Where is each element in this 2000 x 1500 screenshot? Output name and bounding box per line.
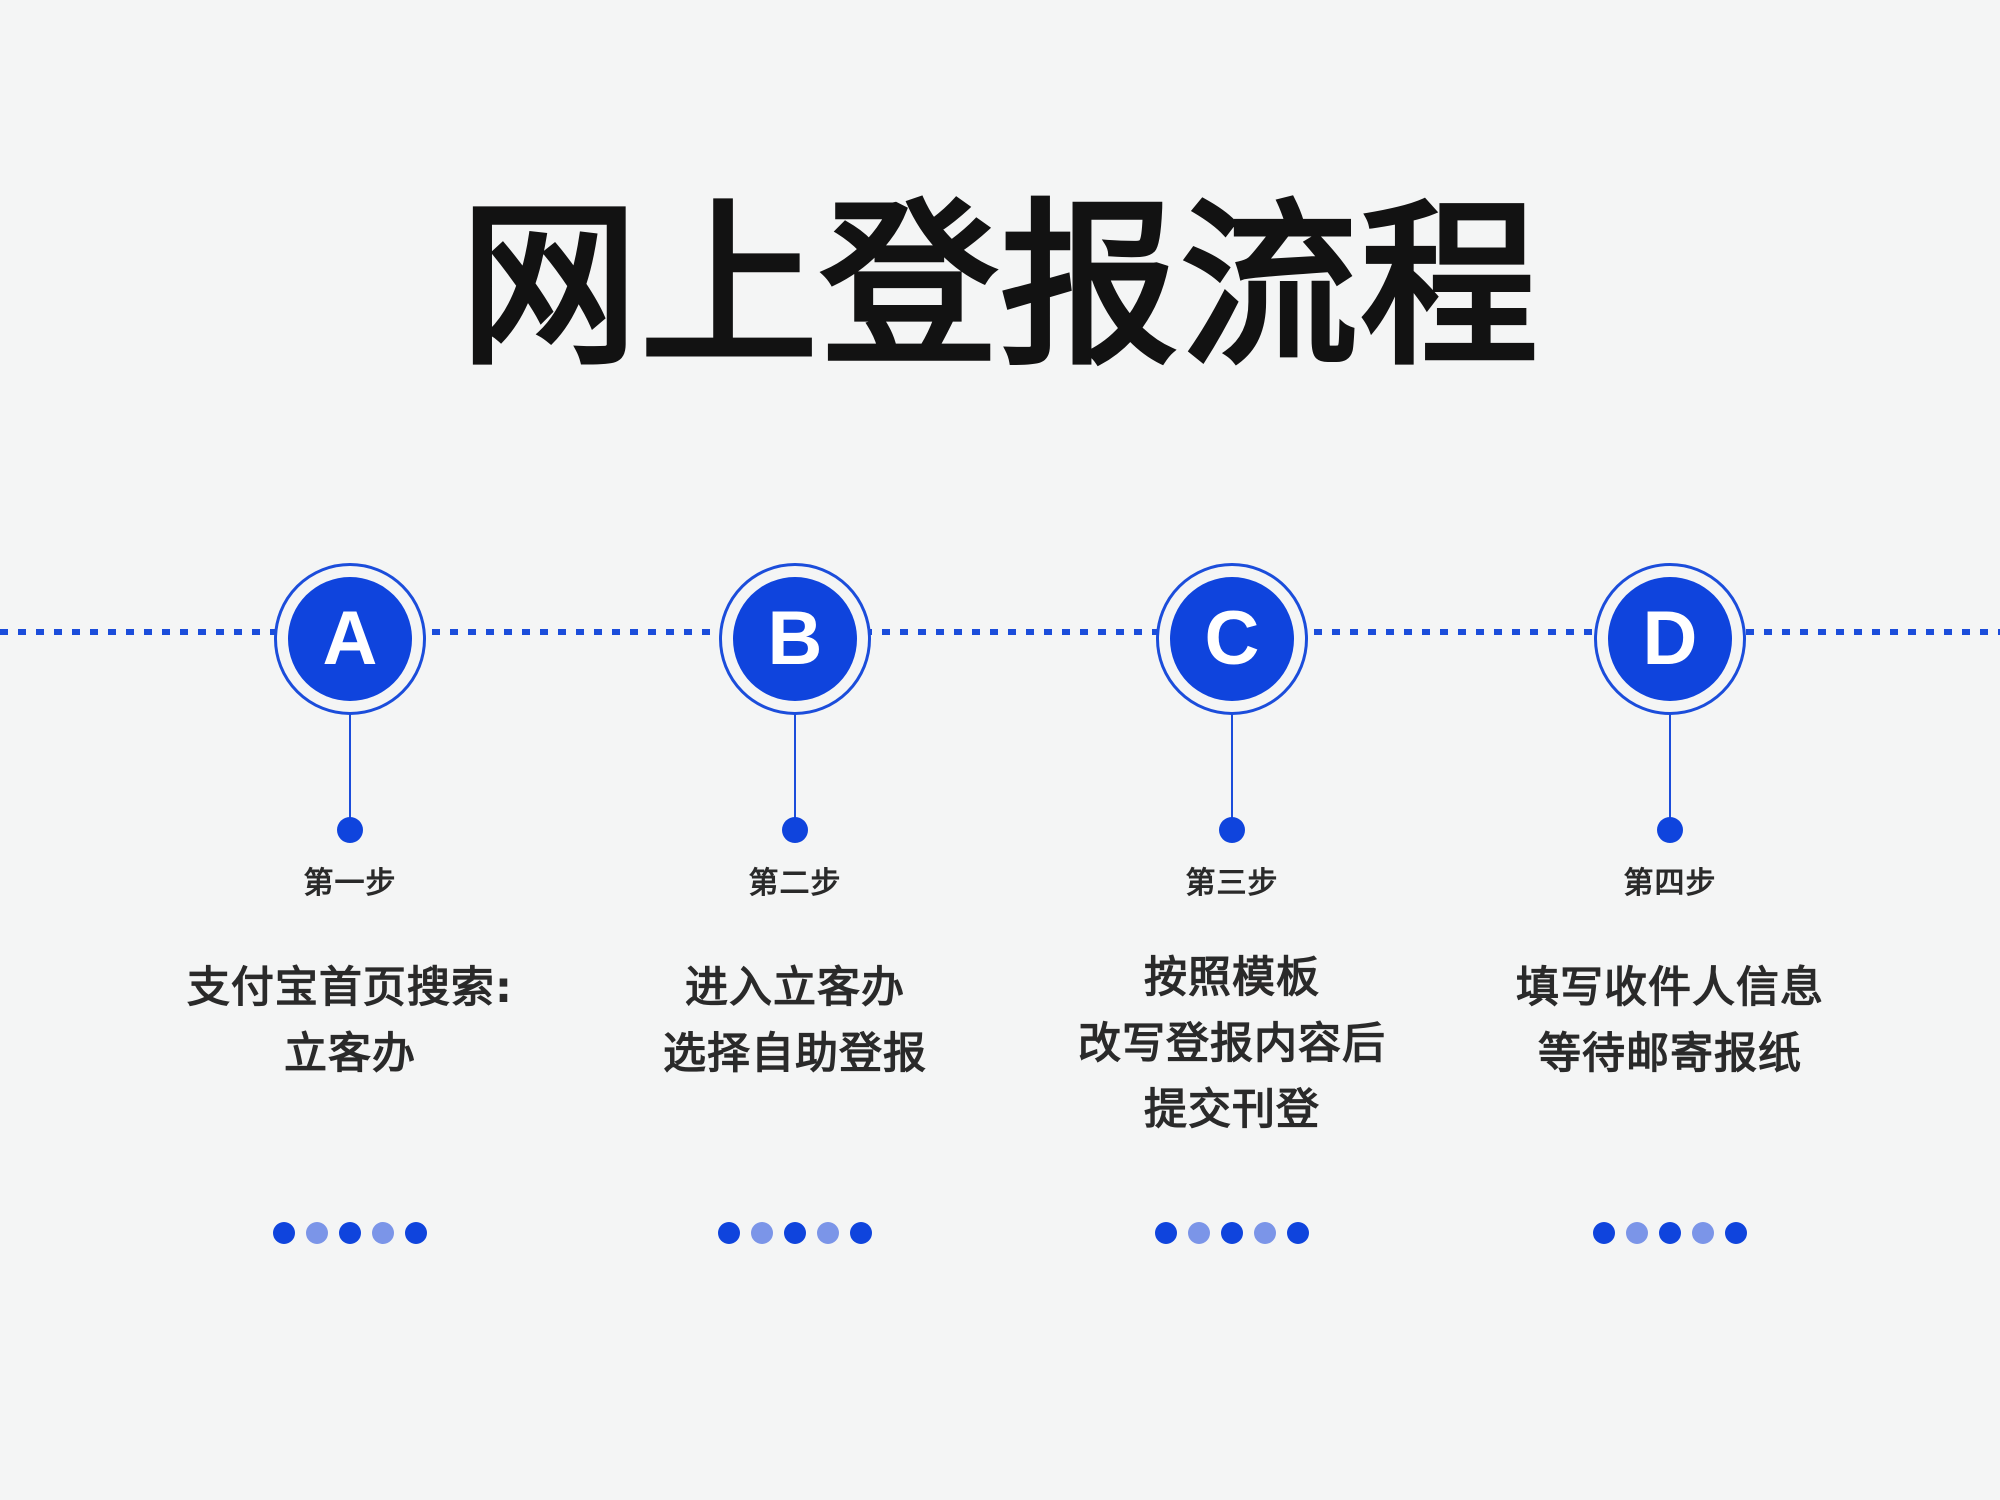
step-dot-row-b bbox=[560, 1222, 1030, 1244]
step-label-d: 第四步 bbox=[1623, 866, 1717, 901]
step-dot-row-c bbox=[997, 1222, 1467, 1244]
step-body-b: 进入立客办 选择自助登报 bbox=[560, 955, 1030, 1087]
decor-dot bbox=[850, 1222, 872, 1244]
step-marker-c[interactable]: C bbox=[1156, 563, 1308, 715]
step-dot-row-a bbox=[115, 1222, 585, 1244]
step-connector-dot-b bbox=[782, 817, 808, 843]
step-label-b: 第二步 bbox=[748, 866, 842, 901]
step-label-c: 第三步 bbox=[1185, 866, 1279, 901]
step-letter-a: A bbox=[322, 596, 378, 681]
step-body-line: 改写登报内容后 bbox=[1078, 1019, 1386, 1069]
step-connector-dot-c bbox=[1219, 817, 1245, 843]
step-body-line: 填写收件人信息 bbox=[1516, 963, 1824, 1013]
decor-dot bbox=[1221, 1222, 1243, 1244]
decor-dot bbox=[306, 1222, 328, 1244]
step-column-a[interactable]: A 第一步 支付宝首页搜索: 立客办 bbox=[115, 0, 585, 1500]
step-body-c: 按照模板 改写登报内容后 提交刊登 bbox=[997, 945, 1467, 1143]
step-body-line: 进入立客办 bbox=[685, 963, 905, 1013]
decor-dot bbox=[405, 1222, 427, 1244]
decor-dot bbox=[1659, 1222, 1681, 1244]
step-marker-a[interactable]: A bbox=[274, 563, 426, 715]
decor-dot bbox=[1254, 1222, 1276, 1244]
step-connector-dot-a bbox=[337, 817, 363, 843]
step-marker-disc-a: A bbox=[288, 577, 412, 701]
step-connector-b bbox=[794, 714, 796, 823]
step-marker-b[interactable]: B bbox=[719, 563, 871, 715]
decor-dot bbox=[339, 1222, 361, 1244]
step-column-b[interactable]: B 第二步 进入立客办 选择自助登报 bbox=[560, 0, 1030, 1500]
decor-dot bbox=[1626, 1222, 1648, 1244]
step-body-line: 等待邮寄报纸 bbox=[1538, 1029, 1802, 1079]
decor-dot bbox=[1692, 1222, 1714, 1244]
step-letter-d: D bbox=[1642, 596, 1698, 681]
step-connector-a bbox=[349, 714, 351, 823]
decor-dot bbox=[817, 1222, 839, 1244]
decor-dot bbox=[718, 1222, 740, 1244]
step-letter-c: C bbox=[1204, 596, 1260, 681]
decor-dot bbox=[784, 1222, 806, 1244]
step-label-a: 第一步 bbox=[303, 866, 397, 901]
step-column-c[interactable]: C 第三步 按照模板 改写登报内容后 提交刊登 bbox=[997, 0, 1467, 1500]
page-title: 网上登报流程 bbox=[460, 183, 1540, 390]
step-body-line: 支付宝首页搜索: bbox=[186, 963, 514, 1013]
decor-dot bbox=[1188, 1222, 1210, 1244]
step-marker-disc-c: C bbox=[1170, 577, 1294, 701]
step-marker-disc-d: D bbox=[1608, 577, 1732, 701]
step-connector-dot-d bbox=[1657, 817, 1683, 843]
decor-dot bbox=[372, 1222, 394, 1244]
decor-dot bbox=[751, 1222, 773, 1244]
decor-dot bbox=[1725, 1222, 1747, 1244]
step-connector-c bbox=[1231, 714, 1233, 823]
decor-dot bbox=[273, 1222, 295, 1244]
step-body-line: 按照模板 bbox=[1144, 953, 1320, 1003]
step-letter-b: B bbox=[767, 596, 823, 681]
step-connector-d bbox=[1669, 714, 1671, 823]
decor-dot bbox=[1593, 1222, 1615, 1244]
step-body-line: 提交刊登 bbox=[1144, 1085, 1320, 1135]
decor-dot bbox=[1155, 1222, 1177, 1244]
step-body-line: 立客办 bbox=[284, 1029, 416, 1079]
step-column-d[interactable]: D 第四步 填写收件人信息 等待邮寄报纸 bbox=[1435, 0, 1905, 1500]
step-dot-row-d bbox=[1435, 1222, 1905, 1244]
step-body-a: 支付宝首页搜索: 立客办 bbox=[115, 955, 585, 1087]
step-marker-disc-b: B bbox=[733, 577, 857, 701]
timeline-axis bbox=[0, 629, 2000, 635]
step-body-d: 填写收件人信息 等待邮寄报纸 bbox=[1435, 955, 1905, 1087]
decor-dot bbox=[1287, 1222, 1309, 1244]
step-body-line: 选择自助登报 bbox=[663, 1029, 927, 1079]
step-marker-d[interactable]: D bbox=[1594, 563, 1746, 715]
